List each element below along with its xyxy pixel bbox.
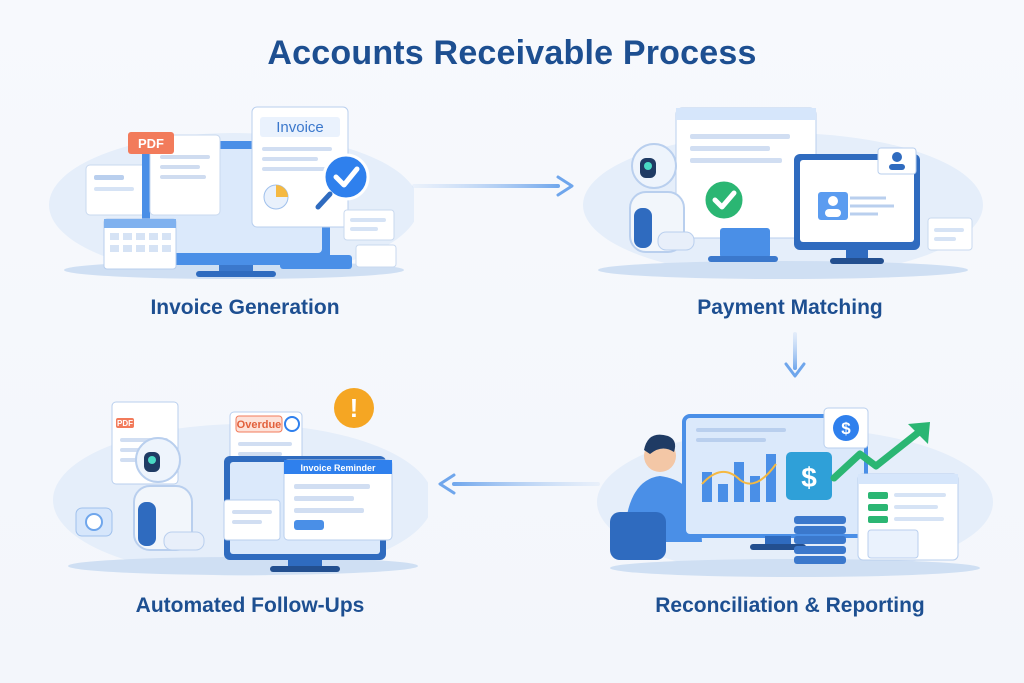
step-label-reconciliation-reporting: Reconciliation & Reporting [655, 594, 925, 617]
payment-matching-illustration [578, 100, 988, 285]
arrow-right [412, 174, 577, 203]
invoice-reminder-title: Invoice Reminder [300, 463, 376, 473]
dollar-sign-small: $ [841, 419, 851, 438]
arrow-down [783, 332, 807, 387]
dollar-sign-large: $ [801, 462, 817, 493]
automated-follow-ups-illustration: PDF Overdue ! Invoice Reminder [48, 382, 428, 582]
pdf-tag-text: PDF [138, 136, 164, 151]
reconciliation-reporting-illustration: $ $ [590, 392, 995, 582]
overdue-badge: Overdue [237, 419, 282, 431]
step-label-invoice-generation: Invoice Generation [150, 296, 340, 319]
pdf-tag-small: PDF [117, 419, 133, 428]
alert-icon: ! [350, 393, 359, 423]
invoice-card-title: Invoice [276, 119, 324, 136]
step-label-automated-follow-ups: Automated Follow-Ups [135, 594, 365, 617]
invoice-generation-illustration: PDF Invoice [44, 95, 414, 285]
arrow-left [436, 472, 601, 501]
pdf-tag [128, 132, 174, 154]
page-title: Accounts Receivable Process [267, 34, 757, 72]
step-label-payment-matching: Payment Matching [697, 296, 883, 319]
